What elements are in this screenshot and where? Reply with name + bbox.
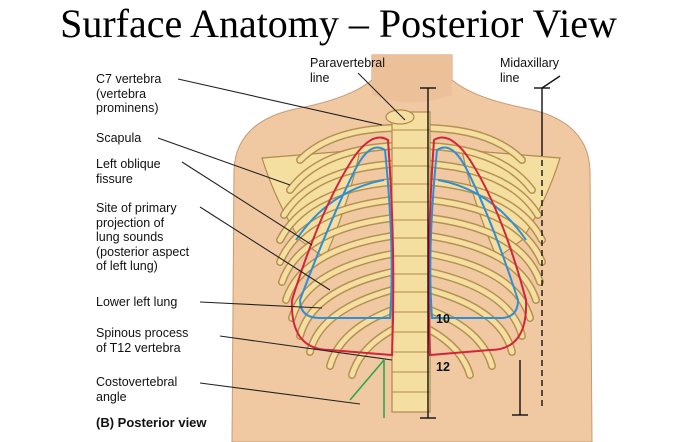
label-scapula: Scapula bbox=[96, 131, 142, 145]
left-ribs-fill bbox=[277, 125, 395, 378]
label-costovertebral-angle: Costovertebral angle bbox=[96, 375, 178, 404]
right-ribs-fill bbox=[427, 125, 545, 378]
label-paravertebral-line: Paravertebral line bbox=[310, 56, 386, 85]
lung-red-outlines bbox=[290, 136, 528, 357]
label-lower-left-lung: Lower left lung bbox=[96, 295, 178, 309]
leader-lines bbox=[157, 72, 406, 405]
rib-number-10: 10 bbox=[436, 312, 450, 326]
figure-caption: (B) Posterior view bbox=[96, 415, 207, 430]
label-c7-vertebra: C7 vertebra (vertebra prominens) bbox=[96, 72, 162, 115]
costovertebral-angle-lines bbox=[349, 359, 385, 418]
paravertebral-line bbox=[420, 87, 436, 419]
label-site-lung-sounds: Site of primary projection of lung sound… bbox=[96, 201, 190, 273]
label-midaxillary-line: Midaxillary line bbox=[500, 56, 560, 85]
c7-vertebra bbox=[385, 109, 415, 125]
vertebrae-segments bbox=[392, 129, 430, 393]
page-title: Surface Anatomy – Posterior View bbox=[60, 1, 617, 46]
lung-blue-outlines bbox=[295, 146, 527, 319]
midaxillary-line bbox=[512, 75, 561, 416]
label-left-oblique-fissure: Left oblique fissure bbox=[96, 157, 161, 186]
rib-number-12: 12 bbox=[436, 360, 450, 374]
vertebral-column bbox=[391, 111, 431, 413]
neck bbox=[372, 55, 452, 103]
label-spinous-process-t12: Spinous process of T12 vertebra bbox=[96, 326, 189, 355]
